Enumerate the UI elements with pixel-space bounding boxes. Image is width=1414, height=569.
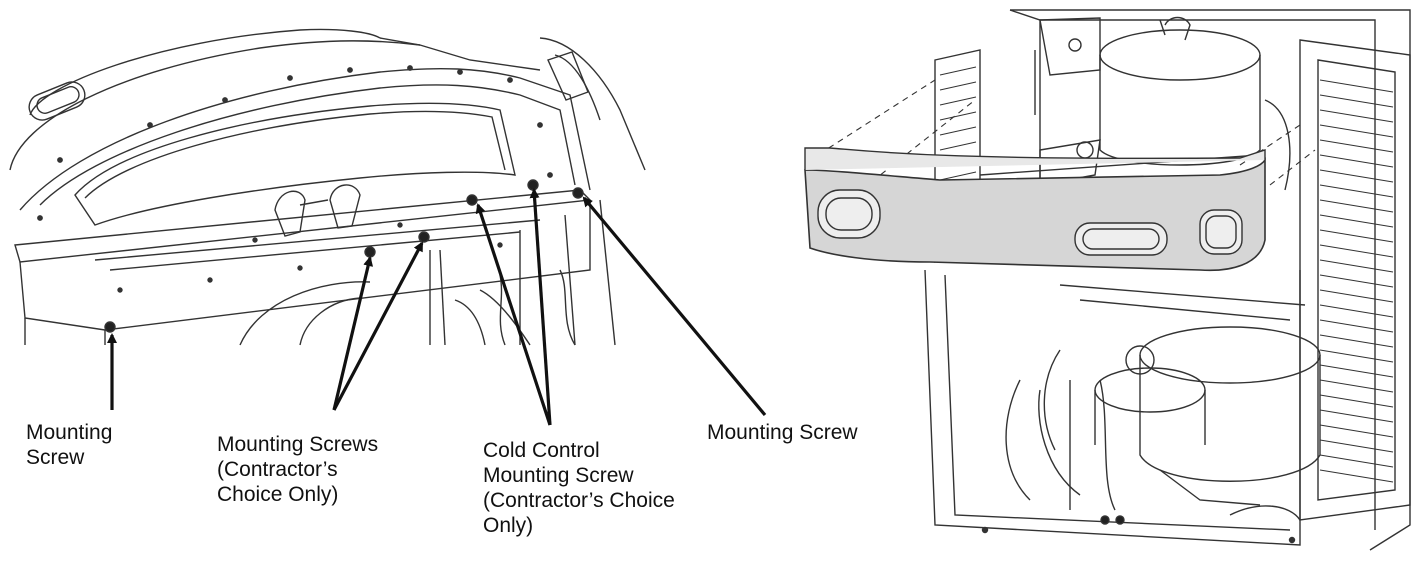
left-illustration xyxy=(9,28,646,346)
arrow-right-mounting-screw xyxy=(582,196,767,417)
label-line: (Contractor’s Choice xyxy=(483,489,675,512)
label-cold-control-screw: Cold Control Mounting Screw (Contractor’… xyxy=(483,438,675,538)
label-line: Mounting Screw xyxy=(707,421,858,444)
right-illustration xyxy=(804,9,1411,551)
arrow-cold-control-1 xyxy=(475,203,552,426)
arrow-contractor-screw-1 xyxy=(332,256,374,411)
callout-arrows xyxy=(107,188,767,426)
arrow-contractor-screw-2 xyxy=(332,241,424,411)
label-line: (Contractor’s xyxy=(217,458,338,481)
label-line: Mounting Screws xyxy=(217,433,379,456)
label-mounting-screw-right: Mounting Screw xyxy=(707,420,858,445)
label-mounting-screws-contractor: Mounting Screws (Contractor’s Choice Onl… xyxy=(217,432,378,507)
label-line: Cold Control xyxy=(483,439,600,462)
label-line: Mounting xyxy=(26,421,113,444)
label-line: Mounting Screw xyxy=(483,464,634,487)
label-mounting-screw-left: Mounting Screw xyxy=(26,420,112,470)
label-line: Only) xyxy=(483,514,534,537)
arrow-cold-control-2 xyxy=(529,188,552,426)
label-line: Choice Only) xyxy=(217,483,339,506)
label-line: Screw xyxy=(26,446,85,469)
